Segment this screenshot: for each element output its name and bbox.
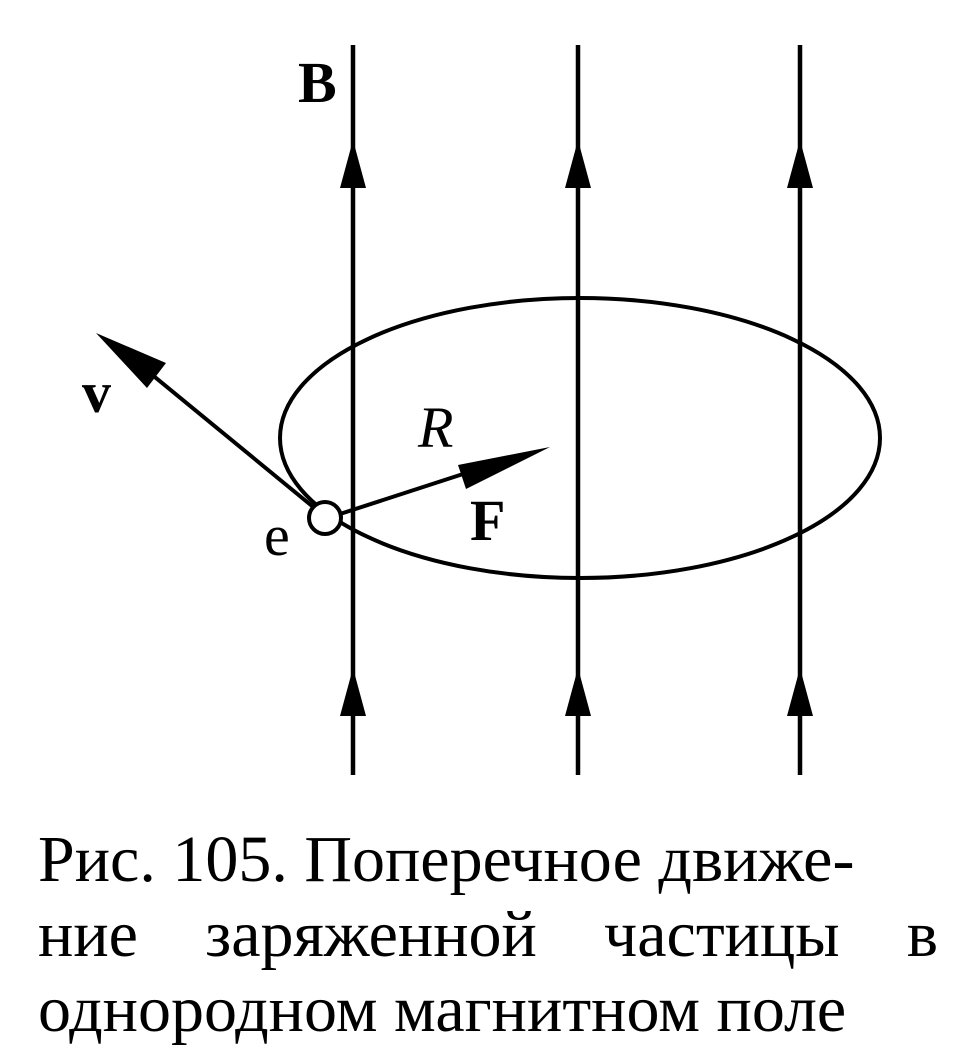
charged-particle (307, 500, 343, 536)
label-force-f: F (470, 488, 505, 553)
label-radius-r: R (417, 395, 453, 460)
caption-word: заряженной (205, 898, 537, 971)
label-velocity-v: v (82, 360, 111, 425)
arrowhead-up (340, 140, 366, 188)
caption-line-3: однородном магнитном поле (38, 973, 847, 1046)
arrowhead-up (565, 140, 591, 188)
label-charge-e: e (264, 503, 290, 568)
velocity-vector (126, 353, 314, 508)
arrowhead-up (340, 668, 366, 716)
caption-word: в (906, 898, 938, 971)
arrowhead-up (565, 668, 591, 716)
force-arrowhead (458, 447, 550, 489)
figure-caption: Рис. 105. Поперечное движе- ние заряженн… (38, 822, 938, 1047)
arrowhead-up (787, 668, 813, 716)
arrowhead-up (787, 140, 813, 188)
field-arrowheads (340, 140, 813, 716)
velocity-arrowhead (96, 333, 166, 388)
caption-word: частицы (604, 898, 840, 971)
caption-word: ние (38, 898, 138, 971)
magnetic-field-diagram: B v R F e (82, 45, 882, 775)
caption-line-1: Рис. 105. Поперечное движе- (38, 823, 855, 896)
label-field-b: B (298, 50, 337, 115)
caption-line-2: ние заряженной частицы в (38, 897, 938, 972)
